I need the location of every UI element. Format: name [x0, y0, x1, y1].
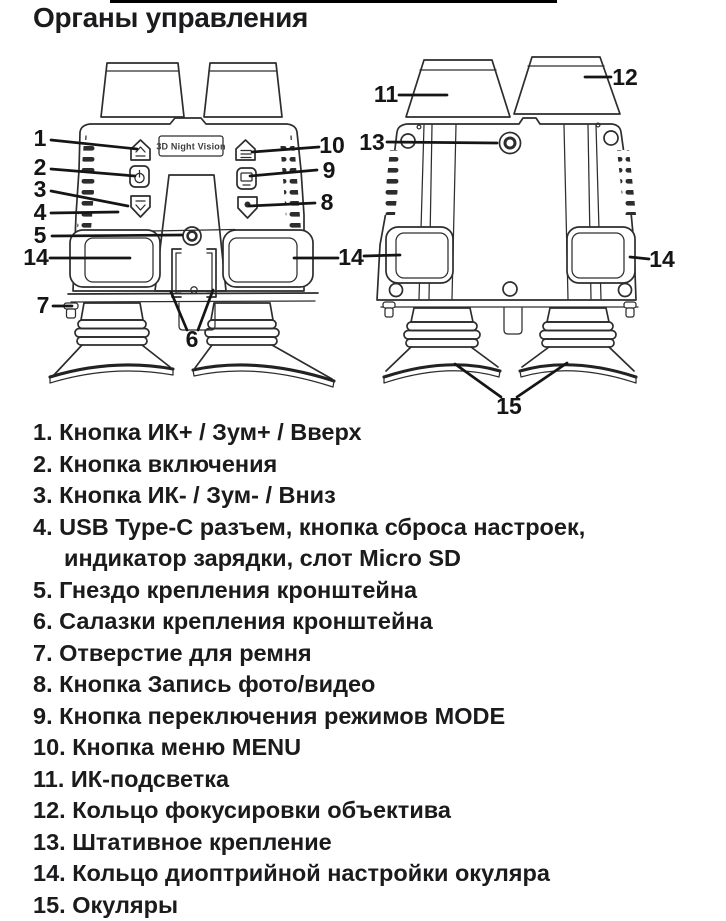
- objective-ring-left: [101, 63, 184, 117]
- brand-plate-label: 3D Night Vision: [156, 142, 225, 152]
- legend-item: 3. Кнопка ИК- / Зум- / Вниз: [33, 480, 711, 512]
- legend-item-number: 3.: [33, 482, 53, 508]
- page-title: Органы управления: [33, 2, 308, 34]
- legend-item: 9. Кнопка переключения режимов MODE: [33, 701, 711, 733]
- legend-item-number: 7.: [33, 640, 53, 666]
- diopter-ring-right: [567, 227, 635, 283]
- legend-item-number: 11.: [33, 766, 64, 792]
- strap-lug-right: [624, 302, 636, 317]
- screw-left: [401, 125, 421, 148]
- legend-item: 4. USB Type-C разъем, кнопка сброса наст…: [33, 512, 711, 575]
- legend-item-text-continued: индикатор зарядки, слот Micro SD: [64, 543, 711, 575]
- grip-texture-right: [280, 140, 301, 230]
- callout-14-right: 14: [649, 246, 675, 272]
- callout-10: 10: [319, 132, 345, 158]
- legend-item: 1. Кнопка ИК+ / Зум+ / Вверх: [33, 417, 711, 449]
- callout-14-left: 14: [23, 244, 49, 270]
- objective-ring-right: [204, 63, 282, 117]
- legend-item-number: 6.: [33, 608, 53, 634]
- legend-item-number: 10.: [33, 734, 66, 760]
- callout-9: 9: [323, 157, 336, 183]
- legend-item-number: 4.: [33, 514, 53, 540]
- legend-item: 14. Кольцо диоптрийной настройки окуляра: [33, 858, 711, 890]
- callout-15: 15: [496, 393, 522, 419]
- controls-diagram: 3D Night Vision: [0, 55, 726, 420]
- callout-6: 6: [186, 326, 199, 352]
- legend-item-text: Штативное крепление: [72, 829, 332, 855]
- legend-item: 13. Штативное крепление: [33, 827, 711, 859]
- tripod-mount: [500, 133, 521, 154]
- screw-hole: [191, 287, 197, 293]
- callout-8: 8: [321, 189, 334, 215]
- callout-1: 1: [34, 125, 47, 151]
- legend-item: 8. Кнопка Запись фото/видео: [33, 669, 711, 701]
- controls-legend: 1. Кнопка ИК+ / Зум+ / Вверх 2. Кнопка в…: [33, 417, 711, 921]
- strap-lug-left: [383, 302, 395, 317]
- legend-item-text: Окуляры: [72, 892, 178, 918]
- ir-zoom-down-button: [131, 196, 150, 217]
- legend-item-text: ИК-подсветка: [71, 766, 229, 792]
- screw-bottom-center: [503, 282, 517, 296]
- eyepiece-right: [520, 308, 636, 383]
- legend-item-text: USB Type-C разъем, кнопка сброса настрое…: [59, 514, 585, 540]
- legend-item: 7. Отверстие для ремня: [33, 638, 711, 670]
- legend-item-text: Кнопка меню MENU: [72, 734, 301, 760]
- record-button: [238, 197, 257, 218]
- ir-illuminator-ring: [406, 60, 510, 117]
- legend-item-number: 8.: [33, 671, 53, 697]
- legend-item-text: Кнопка ИК+ / Зум+ / Вверх: [59, 419, 361, 445]
- legend-item-text: Кнопка Запись фото/видео: [59, 671, 375, 697]
- legend-item: 2. Кнопка включения: [33, 449, 711, 481]
- legend-item-text: Кольцо диоптрийной настройки окуляра: [72, 860, 550, 886]
- bottom-plate-edge: [71, 301, 315, 302]
- legend-item-number: 1.: [33, 419, 53, 445]
- legend-item: 6. Салазки крепления кронштейна: [33, 606, 711, 638]
- screw-bottom-left: [390, 284, 403, 297]
- legend-item: 12. Кольцо фокусировки объектива: [33, 795, 711, 827]
- legend-item-text: Гнездо крепления кронштейна: [59, 577, 417, 603]
- legend-item-text: Кольцо фокусировки объектива: [72, 797, 451, 823]
- callout-13: 13: [359, 129, 385, 155]
- callout-14-middle: 14: [338, 244, 364, 270]
- legend-item-text: Кнопка переключения режимов MODE: [59, 703, 505, 729]
- eyepiece-right: [193, 303, 334, 387]
- eyepiece-left: [384, 308, 500, 383]
- legend-item: 11. ИК-подсветка: [33, 764, 711, 796]
- rear-view-diagram: [377, 57, 638, 383]
- legend-item: 15. Окуляры: [33, 890, 711, 921]
- bracket-rail-left: [172, 249, 181, 297]
- screw-bottom-right: [619, 284, 632, 297]
- legend-item-number: 14.: [33, 860, 66, 886]
- legend-item-number: 13.: [33, 829, 66, 855]
- legend-item: 5. Гнездо крепления кронштейна: [33, 575, 711, 607]
- menu-button: [236, 140, 255, 160]
- legend-item-text: Отверстие для ремня: [59, 640, 311, 666]
- mode-button: [237, 168, 256, 189]
- legend-item-number: 9.: [33, 703, 53, 729]
- legend-item-number: 5.: [33, 577, 53, 603]
- legend-item: 10. Кнопка меню MENU: [33, 732, 711, 764]
- bracket-rail-right: [207, 249, 216, 297]
- legend-item-number: 2.: [33, 451, 53, 477]
- legend-item-number: 12.: [33, 797, 66, 823]
- screw-right: [596, 123, 618, 145]
- grip-texture-left: [383, 150, 402, 215]
- legend-item-text: Кнопка включения: [59, 451, 277, 477]
- bottom-plate: [68, 293, 318, 294]
- legend-item-text: Кнопка ИК- / Зум- / Вниз: [59, 482, 336, 508]
- callout-7: 7: [37, 292, 50, 318]
- hinge-bridge: [504, 308, 522, 334]
- callout-11: 11: [374, 81, 399, 107]
- focus-ring: [514, 57, 620, 114]
- callout-12: 12: [612, 64, 638, 90]
- legend-item-number: 15.: [33, 892, 66, 918]
- grip-texture-right: [617, 150, 636, 215]
- legend-item-text: Салазки крепления кронштейна: [59, 608, 433, 634]
